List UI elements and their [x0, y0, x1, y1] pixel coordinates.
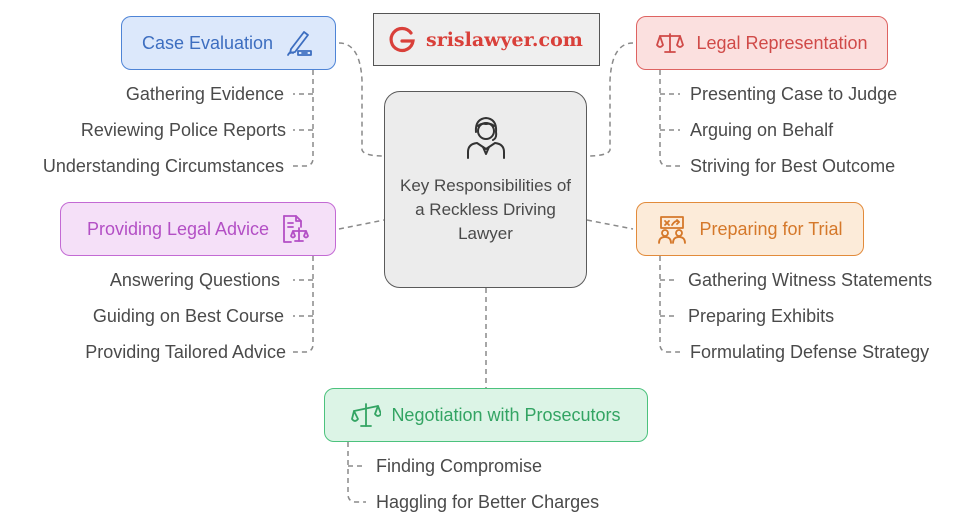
- trial-node: Preparing for Trial: [636, 202, 864, 256]
- logo-g-icon: [386, 24, 418, 56]
- scales-icon: [656, 31, 685, 55]
- logo-box: srislawyer.com: [373, 13, 600, 66]
- case-evaluation-item-1: Gathering Evidence: [125, 84, 284, 104]
- negotiation-item-1: Finding Compromise: [376, 456, 543, 476]
- negotiation-label: Negotiation with Prosecutors: [391, 404, 621, 425]
- legal-advice-item-3: Providing Tailored Advice: [85, 342, 286, 362]
- tree-legal-advice: [293, 256, 314, 353]
- legal-advice-item-2: Guiding on Best Course: [92, 306, 284, 326]
- trial-item-3: Formulating Defense Strategy: [690, 342, 930, 362]
- negotiation-item-2: Haggling for Better Charges: [376, 492, 600, 512]
- tree-trial: [659, 256, 680, 353]
- connector-case-evaluation: [338, 42, 385, 157]
- legal-representation-item-2: Arguing on Behalf: [690, 120, 834, 140]
- logo-text: srislawyer.com: [426, 28, 583, 51]
- tree-negotiation: [347, 442, 366, 503]
- tree-case-evaluation: [293, 70, 314, 167]
- center-node: Key Responsibilities of a Reckless Drivi…: [384, 91, 587, 288]
- legal-advice-item-1: Answering Questions: [109, 270, 280, 290]
- balance-icon: [351, 402, 382, 428]
- case-evaluation-item-2: Reviewing Police Reports: [80, 120, 286, 140]
- connector-legal-advice: [338, 219, 385, 230]
- trial-item-2: Preparing Exhibits: [688, 306, 835, 326]
- legal-advice-node: Providing Legal Advice: [60, 202, 336, 256]
- pen-icon: [285, 29, 315, 57]
- negotiation-node: Negotiation with Prosecutors: [324, 388, 648, 442]
- case-evaluation-node: Case Evaluation: [121, 16, 336, 70]
- legal-advice-label: Providing Legal Advice: [86, 218, 270, 239]
- lawyer-icon: [463, 114, 509, 165]
- legal-representation-label: Legal Representation: [696, 32, 868, 53]
- case-evaluation-label: Case Evaluation: [141, 32, 274, 53]
- connector-legal-representation: [586, 42, 634, 157]
- trial-item-1: Gathering Witness Statements: [688, 270, 933, 290]
- case-evaluation-item-3: Understanding Circumstances: [42, 156, 284, 176]
- legal-representation-item-3: Striving for Best Outcome: [690, 156, 896, 176]
- legal-representation-item-1: Presenting Case to Judge: [690, 84, 898, 104]
- document-scales-icon: [281, 214, 309, 244]
- team-strategy-icon: [657, 214, 687, 244]
- center-title: Key Responsibilities of a Reckless Drivi…: [399, 176, 572, 243]
- tree-legal-representation: [659, 70, 680, 167]
- trial-label: Preparing for Trial: [699, 218, 843, 239]
- legal-representation-node: Legal Representation: [636, 16, 888, 70]
- connector-trial: [586, 219, 634, 230]
